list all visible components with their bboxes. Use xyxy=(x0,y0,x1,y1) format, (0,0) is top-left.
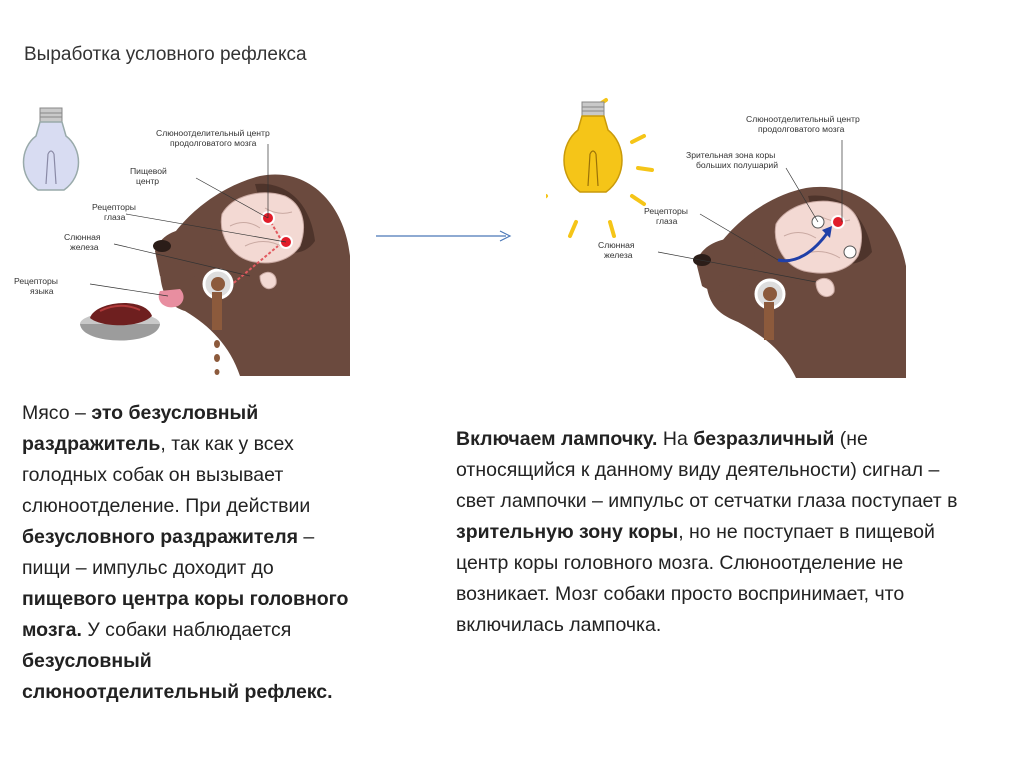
label-visual-zone: Зрительная зона коры xyxy=(686,150,775,160)
svg-text:глаза: глаза xyxy=(656,216,678,226)
left-illustration: Слюноотделительный центр продолговатого … xyxy=(10,96,356,378)
bulb-on-icon xyxy=(546,98,654,238)
label-tongue-receptors: Рецепторы xyxy=(14,276,58,286)
label-salivary-center: Слюноотделительный центр xyxy=(156,128,270,138)
right-illustration: Слюноотделительный центр продолговатого … xyxy=(546,96,926,378)
svg-text:центр: центр xyxy=(136,176,159,186)
dog-head-left xyxy=(80,174,350,376)
label-salivary-gland: Слюнная xyxy=(64,232,101,242)
slide-title: Выработка условного рефлекса xyxy=(24,44,307,65)
label-salivary-center-right: Слюноотделительный центр xyxy=(746,114,860,124)
transition-arrow-icon xyxy=(376,230,512,242)
bulb-off-icon xyxy=(22,107,80,191)
svg-text:глаза: глаза xyxy=(104,212,126,222)
label-eye-receptors: Рецепторы xyxy=(92,202,136,212)
dog-head-right xyxy=(693,186,906,378)
svg-text:железа: железа xyxy=(70,242,99,252)
left-description: Мясо – это безусловный раздражитель, так… xyxy=(22,402,349,703)
svg-text:больших полушарий: больших полушарий xyxy=(696,160,778,170)
svg-text:железа: железа xyxy=(604,250,633,260)
svg-text:продолговатого мозга: продолговатого мозга xyxy=(170,138,257,148)
svg-text:языка: языка xyxy=(30,286,54,296)
label-eye-receptors-right: Рецепторы xyxy=(644,206,688,216)
svg-text:продолговатого мозга: продолговатого мозга xyxy=(758,124,845,134)
label-salivary-gland-right: Слюнная xyxy=(598,240,635,250)
label-food-center: Пищевой xyxy=(130,166,167,176)
right-description: Включаем лампочку. На безразличный (не о… xyxy=(456,428,958,636)
